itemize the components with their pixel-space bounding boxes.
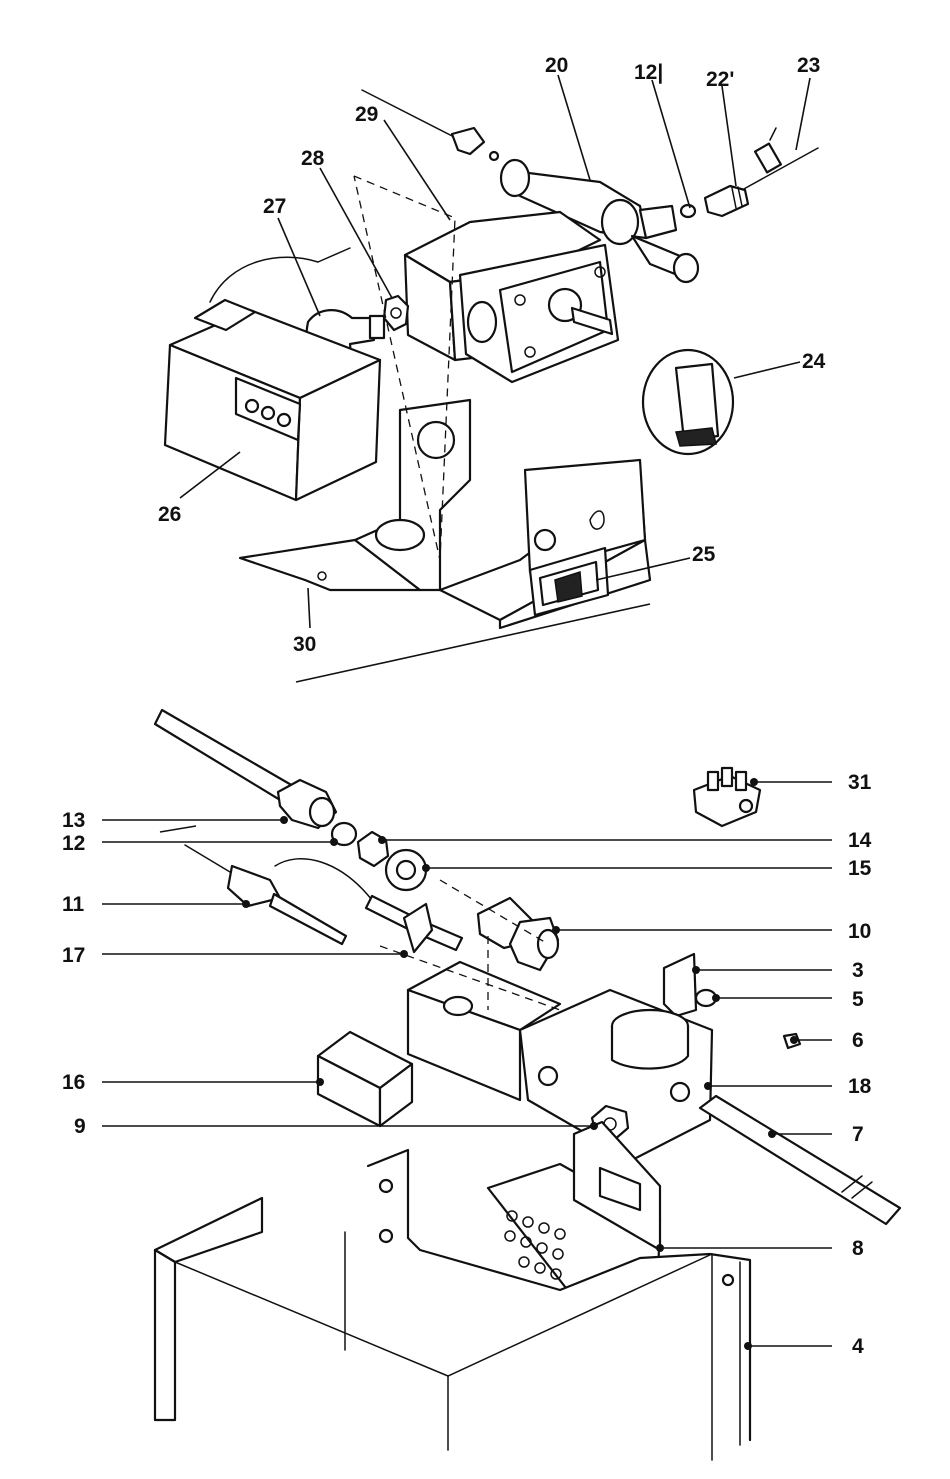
upper-leaders xyxy=(179,74,811,629)
callout-3: 3 xyxy=(852,959,864,982)
part-31-terminal-block xyxy=(692,766,762,828)
callout-4: 4 xyxy=(852,1335,864,1358)
callout-28: 28 xyxy=(301,147,325,170)
part-15-toothed-washer xyxy=(384,848,428,892)
part-11-sensor-probe xyxy=(184,844,348,946)
callout-17: 17 xyxy=(62,944,85,967)
callout-13: 13 xyxy=(62,809,85,832)
callout-9: 9 xyxy=(74,1115,86,1138)
callout-23: 23 xyxy=(797,54,820,77)
part-25-rocker-switch xyxy=(528,510,610,617)
callout-11: 11 xyxy=(62,893,85,916)
callout-12-upper: 12| xyxy=(634,61,663,84)
lower-leaders xyxy=(102,778,832,1350)
part-22-fitting xyxy=(703,184,750,218)
part-23-thermocouple-end xyxy=(741,127,819,191)
part-16-cover xyxy=(316,1030,414,1128)
part-4-housing xyxy=(153,1148,752,1461)
callout-12-lower: 12 xyxy=(62,832,85,855)
callout-27: 27 xyxy=(263,195,286,218)
callout-7: 7 xyxy=(852,1123,864,1146)
dashed-guide xyxy=(353,175,456,561)
lower-dashed-guides xyxy=(379,879,561,1011)
callout-8: 8 xyxy=(852,1237,864,1260)
callout-20: 20 xyxy=(545,54,568,77)
part-18-burner-body xyxy=(406,960,714,1162)
grill-holes xyxy=(504,1210,566,1280)
part-28-nut xyxy=(382,294,410,332)
callout-22: 22' xyxy=(706,68,734,91)
callout-14: 14 xyxy=(848,829,872,852)
part-20-valve-body xyxy=(499,158,700,284)
callout-31: 31 xyxy=(848,771,872,794)
callout-15: 15 xyxy=(848,857,872,880)
part-24-control-knob xyxy=(641,348,735,456)
part-3-clip xyxy=(662,952,698,1018)
callout-6: 6 xyxy=(852,1029,864,1052)
part-12-bush xyxy=(330,821,358,847)
part-13-tube-with-nut xyxy=(153,708,338,830)
callout-30: 30 xyxy=(293,633,316,656)
callout-16: 16 xyxy=(62,1071,85,1094)
part-26-ignition-unit xyxy=(163,247,382,502)
callout-5: 5 xyxy=(852,988,864,1011)
callout-26: 26 xyxy=(158,503,181,526)
part-17-electrode xyxy=(274,858,464,954)
part-12-upper-washer xyxy=(679,203,697,219)
callout-25: 25 xyxy=(692,543,716,566)
part-30-mounting-bracket xyxy=(238,398,652,630)
part-inlet-stub xyxy=(361,89,500,162)
callout-10: 10 xyxy=(848,920,871,943)
callout-24: 24 xyxy=(802,350,826,373)
section-rule xyxy=(295,603,651,683)
part-valve-control-face xyxy=(458,243,620,384)
part-10-injector xyxy=(476,896,560,972)
callout-29: 29 xyxy=(355,103,378,126)
part-7-burner-tube xyxy=(698,1094,902,1226)
callout-18: 18 xyxy=(848,1075,872,1098)
